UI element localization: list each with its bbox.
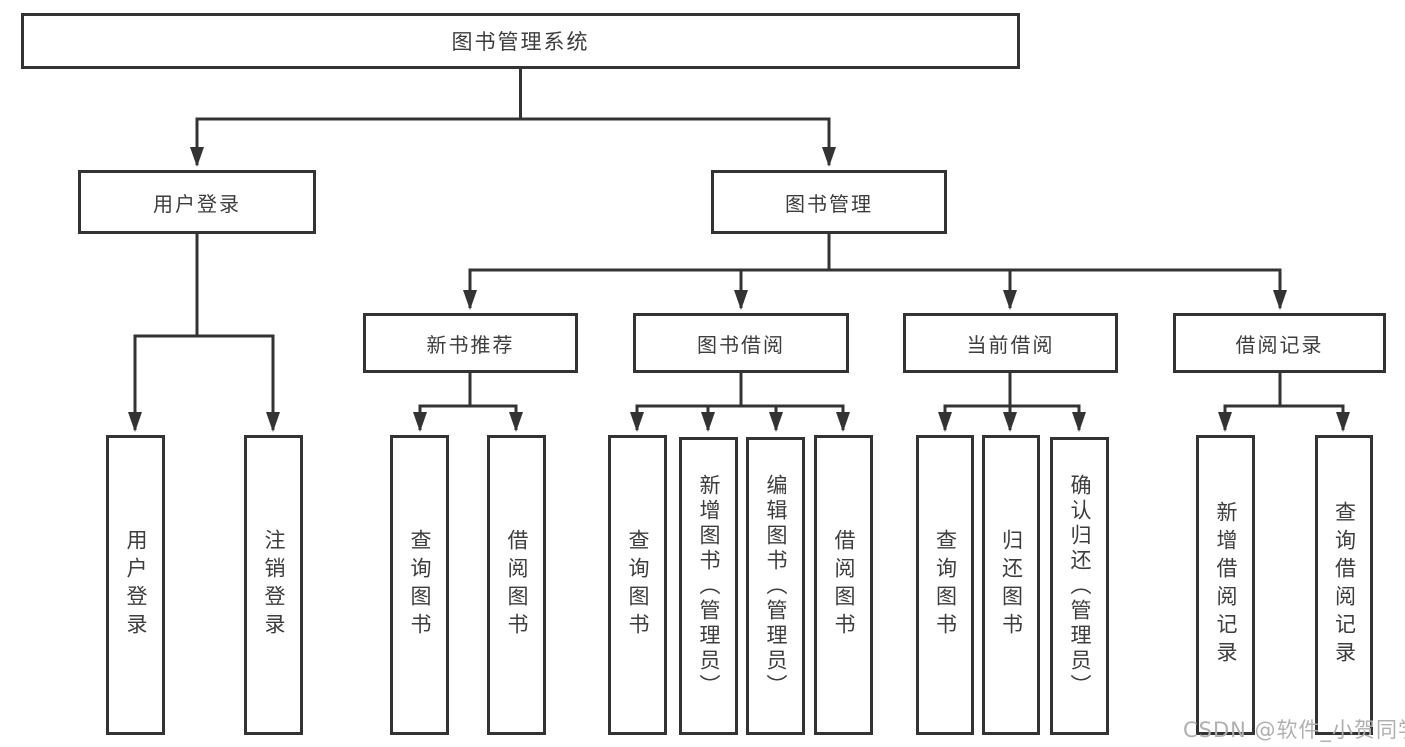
node-leaf-rcd-query-record: 查询借阅记录 <box>1315 435 1373 735</box>
node-leaf-logout: 注销登录 <box>244 435 303 735</box>
node-current-borrow: 当前借阅 <box>903 313 1118 373</box>
node-leaf-rec-borrow-book: 借阅图书 <box>487 435 546 735</box>
node-book-management: 图书管理 <box>711 170 947 234</box>
node-leaf-bor-borrow-book: 借阅图书 <box>814 435 873 735</box>
node-book-borrow: 图书借阅 <box>633 313 849 373</box>
csdn-watermark: CSDN @软件_小贺同学 <box>1183 718 1405 742</box>
node-leaf-rcd-add-record: 新增借阅记录 <box>1196 435 1255 735</box>
node-leaf-user-login: 用户登录 <box>106 435 165 735</box>
node-leaf-rec-query-book: 查询图书 <box>390 435 449 735</box>
node-leaf-cur-confirm-return: 确认归还（管理员） <box>1050 437 1109 735</box>
node-leaf-cur-query-book: 查询图书 <box>916 435 974 735</box>
node-leaf-bor-add-book: 新增图书（管理员） <box>679 437 738 735</box>
node-leaf-cur-return-book: 归还图书 <box>982 435 1040 735</box>
connector-trunks <box>133 69 1345 408</box>
node-root: 图书管理系统 <box>21 13 1020 69</box>
node-user-login: 用户登录 <box>78 170 316 234</box>
node-leaf-bor-query-book: 查询图书 <box>608 435 667 735</box>
node-leaf-bor-edit-book: 编辑图书（管理员） <box>746 437 805 735</box>
node-borrow-record: 借阅记录 <box>1173 313 1386 373</box>
node-new-book-recommend: 新书推荐 <box>363 313 578 373</box>
